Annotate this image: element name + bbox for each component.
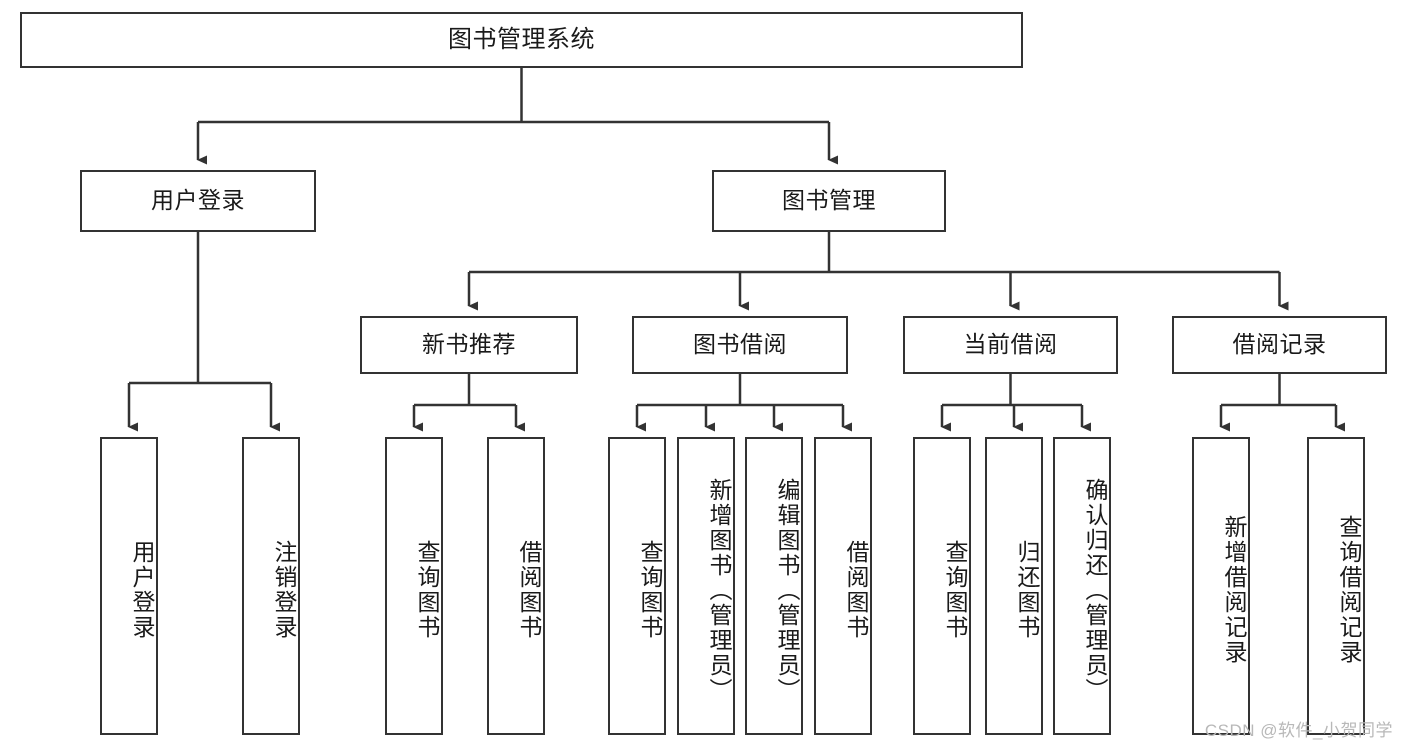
node-book-borrow[interactable]: 图书借阅 xyxy=(632,316,848,374)
node-label: 新增借阅记录 xyxy=(1221,515,1247,665)
node-label: 图书借阅 xyxy=(693,331,787,358)
node-label: 查询图书 xyxy=(414,540,440,640)
node-new-book-recommend[interactable]: 新书推荐 xyxy=(360,316,578,374)
node-leaf-user-logout[interactable]: 注销登录 xyxy=(242,437,300,735)
node-leaf-query-book-bor[interactable]: 查询图书 xyxy=(608,437,666,735)
node-label: 当前借阅 xyxy=(963,331,1058,358)
node-leaf-query-book-rec[interactable]: 查询图书 xyxy=(385,437,443,735)
node-leaf-confirm-return[interactable]: 确认归还（管理员） xyxy=(1053,437,1111,735)
node-label: 查询图书 xyxy=(942,540,968,640)
node-label: 借阅图书 xyxy=(516,540,542,640)
watermark-label: CSDN @软件_小贺同学 xyxy=(1204,721,1393,740)
node-label: 借阅记录 xyxy=(1232,331,1327,358)
node-leaf-edit-book[interactable]: 编辑图书（管理员） xyxy=(745,437,803,735)
node-label: 注销登录 xyxy=(271,540,297,640)
node-current-borrow[interactable]: 当前借阅 xyxy=(903,316,1118,374)
node-label: 查询借阅记录 xyxy=(1336,515,1362,665)
node-user-login[interactable]: 用户登录 xyxy=(80,170,316,232)
node-label: 借阅图书 xyxy=(843,540,869,640)
node-leaf-query-record[interactable]: 查询借阅记录 xyxy=(1307,437,1365,735)
node-leaf-add-record[interactable]: 新增借阅记录 xyxy=(1192,437,1250,735)
node-label: 编辑图书（管理员） xyxy=(774,477,800,703)
node-leaf-user-login[interactable]: 用户登录 xyxy=(100,437,158,735)
node-leaf-borrow-book-rec[interactable]: 借阅图书 xyxy=(487,437,545,735)
node-root[interactable]: 图书管理系统 xyxy=(20,12,1023,68)
node-leaf-query-book-cur[interactable]: 查询图书 xyxy=(913,437,971,735)
node-book-manage[interactable]: 图书管理 xyxy=(712,170,946,232)
node-leaf-borrow-book-bor[interactable]: 借阅图书 xyxy=(814,437,872,735)
node-label: 确认归还（管理员） xyxy=(1082,477,1108,703)
node-label: 用户登录 xyxy=(129,540,155,640)
node-label: 归还图书 xyxy=(1014,540,1040,640)
node-label: 查询图书 xyxy=(637,540,663,640)
node-label: 图书管理系统 xyxy=(448,25,595,53)
node-label: 图书管理 xyxy=(782,187,876,214)
node-label: 用户登录 xyxy=(151,187,245,214)
node-borrow-record[interactable]: 借阅记录 xyxy=(1172,316,1387,374)
node-label: 新增图书（管理员） xyxy=(706,477,732,703)
node-label: 新书推荐 xyxy=(422,331,516,358)
node-leaf-return-book[interactable]: 归还图书 xyxy=(985,437,1043,735)
node-leaf-add-book[interactable]: 新增图书（管理员） xyxy=(677,437,735,735)
